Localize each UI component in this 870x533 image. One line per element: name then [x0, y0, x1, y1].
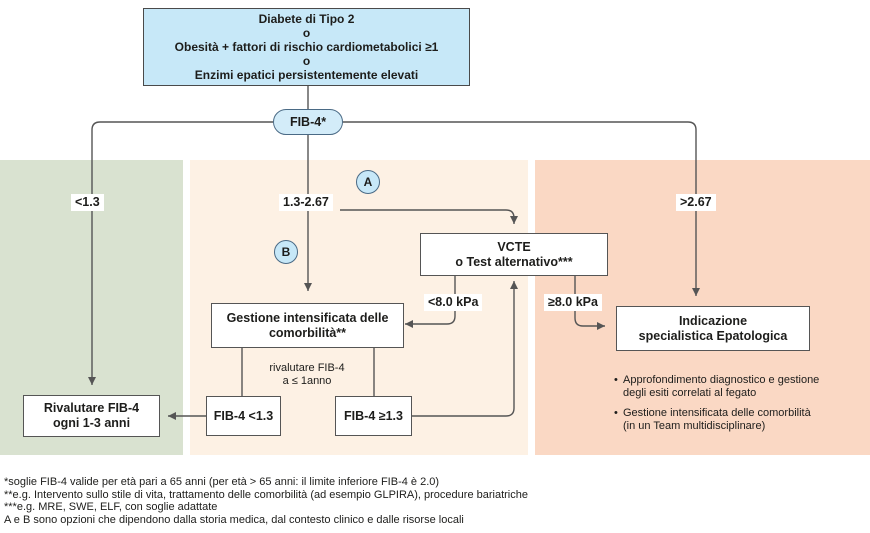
fib4-low-branch [88, 121, 273, 385]
branch-mid-label: 1.3-2.67 [279, 194, 333, 211]
criteria-or-1: o [302, 26, 311, 40]
fib4-low-box: FIB-4 <1.3 [206, 396, 281, 436]
hepatology-bullets: Approfondimento diagnostico e gestione d… [614, 374, 864, 440]
comorbidity-line1: Gestione intensificata delle [226, 310, 389, 325]
fib4-low-label: FIB-4 <1.3 [213, 408, 274, 423]
footnote-comorbidity: **e.g. Intervento sullo stile di vita, t… [4, 488, 528, 501]
fib4-high-box: FIB-4 ≥1.3 [335, 396, 412, 436]
bullet-comorbidity-line1: Gestione intensificata delle comorbilità [623, 407, 811, 419]
criteria-enzymes: Enzimi epatici persistentemente elevati [194, 68, 419, 82]
entry-criteria-box: Diabete di Tipo 2 o Obesità + fattori di… [143, 8, 470, 86]
option-b-label: B [281, 245, 291, 259]
criteria-obesity: Obesità + fattori di rischio cardiometab… [174, 40, 439, 54]
vcte-low-label: <8.0 kPa [424, 294, 483, 311]
reassess-note-line1: rivalutare FIB-4 [269, 362, 345, 374]
bullet-diagnostic-line2: degli esiti correlati al fegato [623, 387, 757, 399]
fib4-node: FIB-4* [273, 109, 343, 135]
reassess-line1: Rivalutare FIB-4 [43, 401, 140, 415]
option-b-badge: B [274, 240, 298, 264]
hepatology-line2: specialistica Epatologica [638, 328, 788, 343]
fib4high-to-vcte-line [412, 281, 518, 417]
vcte-high-label: ≥8.0 kPa [544, 294, 602, 311]
bullet-comorbidity: Gestione intensificata delle comorbilità… [614, 407, 864, 433]
criteria-or-2: o [302, 54, 311, 68]
comorbidity-management-box: Gestione intensificata delle comorbilità… [211, 303, 404, 348]
bullet-diagnostic: Approfondimento diagnostico e gestione d… [614, 374, 864, 400]
reassess-note-line2: a ≤ 1anno [282, 375, 332, 387]
bullet-diagnostic-line1: Approfondimento diagnostico e gestione [623, 374, 820, 386]
hepatology-line1: Indicazione [678, 313, 748, 328]
mid-to-vcte-line [340, 209, 518, 224]
fib4-high-branch [343, 121, 700, 296]
vcte-subtitle: o Test alternativo*** [455, 254, 573, 269]
vcte-low-line [405, 276, 456, 328]
vcte-box: VCTE o Test alternativo*** [420, 233, 608, 276]
hepatology-referral-box: Indicazione specialistica Epatologica [616, 306, 810, 351]
reassess-box: Rivalutare FIB-4 ogni 1-3 anni [23, 395, 160, 437]
footnote-options: A e B sono opzioni che dipendono dalla s… [4, 513, 464, 526]
footnote-fib4: *soglie FIB-4 valide per età pari a 65 a… [4, 476, 440, 488]
fib4-high-label: FIB-4 ≥1.3 [344, 408, 403, 423]
option-a-badge: A [356, 170, 380, 194]
option-a-label: A [363, 175, 373, 189]
branch-low-label: <1.3 [71, 194, 104, 211]
branch-high-label: >2.67 [676, 194, 716, 211]
reassess-line2: ogni 1-3 anni [52, 416, 131, 430]
fib4-node-label: FIB-4* [289, 115, 327, 129]
footnote-tests: ***e.g. MRE, SWE, ELF, con soglie adatta… [4, 501, 218, 513]
bullet-comorbidity-line2: (in un Team multidisciplinare) [623, 420, 766, 432]
criteria-diabetes: Diabete di Tipo 2 [258, 12, 355, 26]
footnotes: *soglie FIB-4 valide per età pari a 65 a… [4, 476, 528, 526]
vcte-title: VCTE [497, 239, 531, 254]
reassess-interval-note: rivalutare FIB-4 a ≤ 1anno [252, 362, 362, 388]
comorbidity-line2: comorbilità** [268, 325, 347, 340]
vcte-high-line [574, 276, 605, 330]
